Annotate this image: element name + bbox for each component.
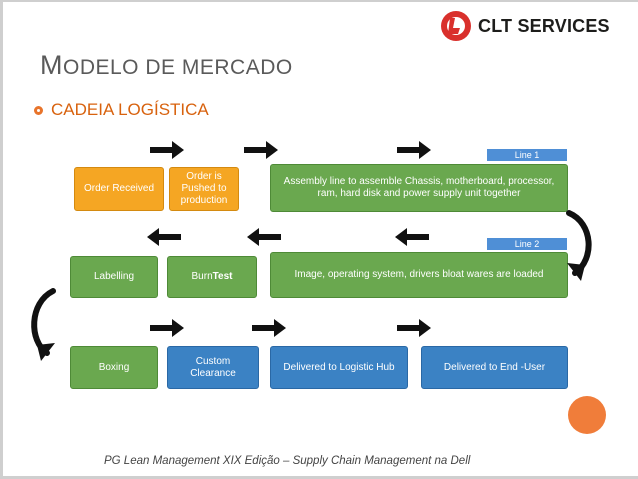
title-initial: M: [40, 50, 63, 80]
decorative-circle: [568, 396, 606, 434]
clt-logo-icon: [441, 11, 471, 41]
line1-tag: Line 1: [487, 149, 567, 161]
burn-test-label: Burn: [191, 271, 213, 282]
top-border: [0, 0, 638, 2]
arrow-right-icon: [150, 141, 184, 159]
arrow-right-icon: [252, 319, 286, 337]
line2-tag: Line 2: [487, 238, 567, 250]
arrow-right-icon: [397, 319, 431, 337]
assembly-line-box: Assembly line to assemble Chassis, mothe…: [270, 164, 568, 212]
labelling-box: Labelling: [70, 256, 158, 298]
bullet-text: CADEIA LOGÍSTICA: [51, 100, 209, 119]
order-received-box: Order Received: [74, 167, 164, 211]
boxing-box: Boxing: [70, 346, 158, 389]
burn-test-bold: Test: [212, 271, 233, 282]
page-title: MODELO DE MERCADO: [40, 50, 293, 81]
arrow-left-icon: [395, 228, 429, 246]
burn-test-box: Burn Test: [167, 256, 257, 298]
curve-down-left-icon: [31, 288, 56, 361]
bullet-item: CADEIA LOGÍSTICA: [34, 100, 209, 120]
footer-caption: PG Lean Management XIX Edição – Supply C…: [104, 455, 471, 467]
logistics-diagram: Line 1 Line 2 Order Received Order is Pu…: [31, 135, 592, 400]
title-rest: ODELO DE MERCADO: [63, 56, 293, 79]
image-loading-box: Image, operating system, drivers bloat w…: [270, 252, 568, 298]
arrow-right-icon: [397, 141, 431, 159]
arrow-left-icon: [147, 228, 181, 246]
pushed-to-production-box: Order is Pushed to production: [169, 167, 239, 211]
arrow-right-icon: [244, 141, 278, 159]
bullet-icon: [34, 105, 43, 115]
bottom-border: [0, 476, 638, 479]
logo-text: CLT SERVICES: [478, 15, 610, 36]
end-user-box: Delivered to End -User: [421, 346, 568, 389]
logistic-hub-box: Delivered to Logistic Hub: [270, 346, 408, 389]
clt-logo: CLT SERVICES: [440, 8, 610, 44]
arrow-left-icon: [247, 228, 281, 246]
custom-clearance-box: Custom Clearance: [167, 346, 259, 389]
arrow-right-icon: [150, 319, 184, 337]
left-border: [0, 0, 3, 479]
curve-down-right-icon: [566, 210, 592, 281]
